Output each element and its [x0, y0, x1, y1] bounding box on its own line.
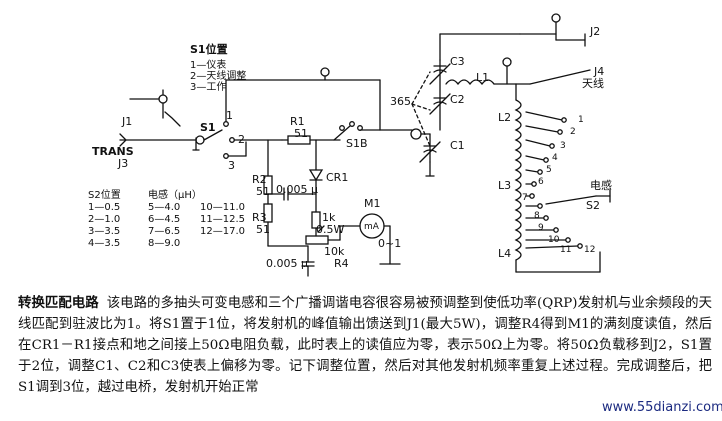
tap-label: 6	[538, 177, 544, 187]
s1-pos-1: 1	[226, 109, 233, 122]
table-cell	[200, 238, 260, 250]
s1b-switch	[333, 121, 431, 141]
description-title: 转换匹配电路	[18, 295, 99, 311]
j3-connector	[119, 133, 197, 147]
r4-label: R4	[334, 257, 349, 270]
l1-coil	[445, 57, 517, 86]
table-row: 1—0.5 5—4.0 10—11.0	[88, 202, 260, 214]
table-cell: 7—6.5	[148, 226, 181, 237]
table-cell: 1—0.5	[88, 202, 121, 213]
tap-label: 10	[548, 235, 560, 245]
table-cell: 4—3.5	[88, 238, 121, 249]
s1-position-title: S1位置	[190, 43, 228, 56]
j1-label: J1	[122, 115, 133, 128]
tuning-capacitors	[411, 33, 521, 177]
s1-switch	[192, 79, 381, 159]
r-05w-label: 0.5W	[316, 223, 345, 236]
ma-label: mA	[364, 222, 379, 232]
r1-label: R1	[290, 115, 305, 128]
m1-meter	[339, 213, 401, 265]
table-cell: 6—4.5	[148, 214, 181, 225]
r4-value: 10k	[324, 245, 345, 258]
table-header-cell: S2位置	[88, 190, 121, 201]
description-body: 该电路的多抽头可变电感和三个广播调谐电容很容易被预调整到使低功率(QRP)发射机…	[18, 296, 713, 395]
tap-label: 5	[546, 165, 552, 175]
watermark: www.55dianzi.com	[602, 400, 722, 415]
tapped-inductor	[514, 83, 601, 273]
cap-0005b-label: 0.005 μ	[266, 257, 308, 270]
tap-label: 7	[522, 193, 528, 203]
j3-label: J3	[118, 157, 129, 170]
r2-value: 51	[256, 185, 270, 198]
l4-label: L4	[498, 247, 512, 260]
s2-label: S2	[586, 199, 600, 212]
table-header: S2位置 电感（μH）	[88, 190, 260, 202]
s1-legend-item: 1—仪表	[190, 60, 227, 71]
inductance-label: 电感	[590, 179, 612, 192]
tap-label: 12	[584, 245, 596, 255]
table-cell: 3—3.5	[88, 226, 121, 237]
tap-label: 11	[560, 245, 572, 255]
cr1-diode	[308, 139, 324, 213]
table-row: 2—1.0 6—4.5 11—12.5	[88, 214, 260, 226]
s1-position-legend: 1—仪表 2—天线调整 3—工作	[190, 60, 246, 93]
tap-label: 2	[570, 127, 576, 137]
s1-pos-3: 3	[228, 159, 235, 172]
s1-pos-2: 2	[238, 133, 245, 146]
table-header-cell: 电感（μH）	[148, 190, 202, 201]
table-cell: 12—17.0	[200, 226, 245, 237]
j2-label: J2	[590, 25, 601, 38]
tap-label: 3	[560, 141, 566, 151]
cr1-label: CR1	[326, 171, 349, 184]
table-cell: 10—11.0	[200, 202, 245, 213]
l3-label: L3	[498, 179, 512, 192]
r2-label: R2	[252, 173, 267, 186]
s1b-label: S1B	[346, 137, 368, 150]
r1-value: 51	[294, 127, 308, 140]
c2-label: C2	[450, 93, 465, 106]
l2-label: L2	[498, 111, 512, 124]
table-cell: 11—12.5	[200, 214, 245, 225]
cap-0005-label: 0.005 μ	[276, 183, 318, 196]
description-paragraph: 转换匹配电路该电路的多抽头可变电感和三个广播调谐电容很容易被预调整到使低功率(Q…	[18, 293, 712, 398]
table-row: 3—3.5 7—6.5 12—17.0	[88, 226, 260, 238]
r1-resistor	[281, 135, 341, 145]
circuit-schematic	[119, 13, 611, 277]
table-cell: 8—9.0	[148, 238, 181, 249]
s1-label: S1	[200, 121, 216, 134]
tap-label: 1	[578, 115, 584, 125]
j4-label: J4	[594, 65, 605, 78]
s2-taps	[525, 111, 611, 249]
r-1k-label: 1k	[322, 211, 336, 224]
antenna-label: 天线	[582, 77, 604, 90]
m1-label: M1	[364, 197, 381, 210]
s2-inductance-table: S2位置 电感（μH） 1—0.5 5—4.0 10—11.0 2—1.0 6—…	[88, 190, 260, 250]
r3-value: 51	[256, 223, 270, 236]
j2-connector	[519, 13, 586, 47]
trans-label: TRANS	[92, 145, 134, 158]
table-cell: 2—1.0	[88, 214, 121, 225]
j1-connector	[129, 89, 181, 127]
table-cell: 5—4.0	[148, 202, 181, 213]
s1-legend-item: 3—工作	[190, 82, 227, 93]
tap-label: 4	[552, 153, 558, 163]
tap-label: 9	[538, 223, 544, 233]
c1-label: C1	[450, 139, 465, 152]
table-row: 4—3.5 8—9.0	[88, 238, 260, 250]
tap-label: 8	[534, 211, 540, 221]
meter-range: 0~1	[378, 237, 402, 250]
l1-label: L1	[476, 71, 490, 84]
r3-label: R3	[252, 211, 267, 224]
s1-legend-item: 2—天线调整	[190, 71, 247, 82]
c365-label: 365	[390, 95, 411, 108]
c3-label: C3	[450, 55, 465, 68]
